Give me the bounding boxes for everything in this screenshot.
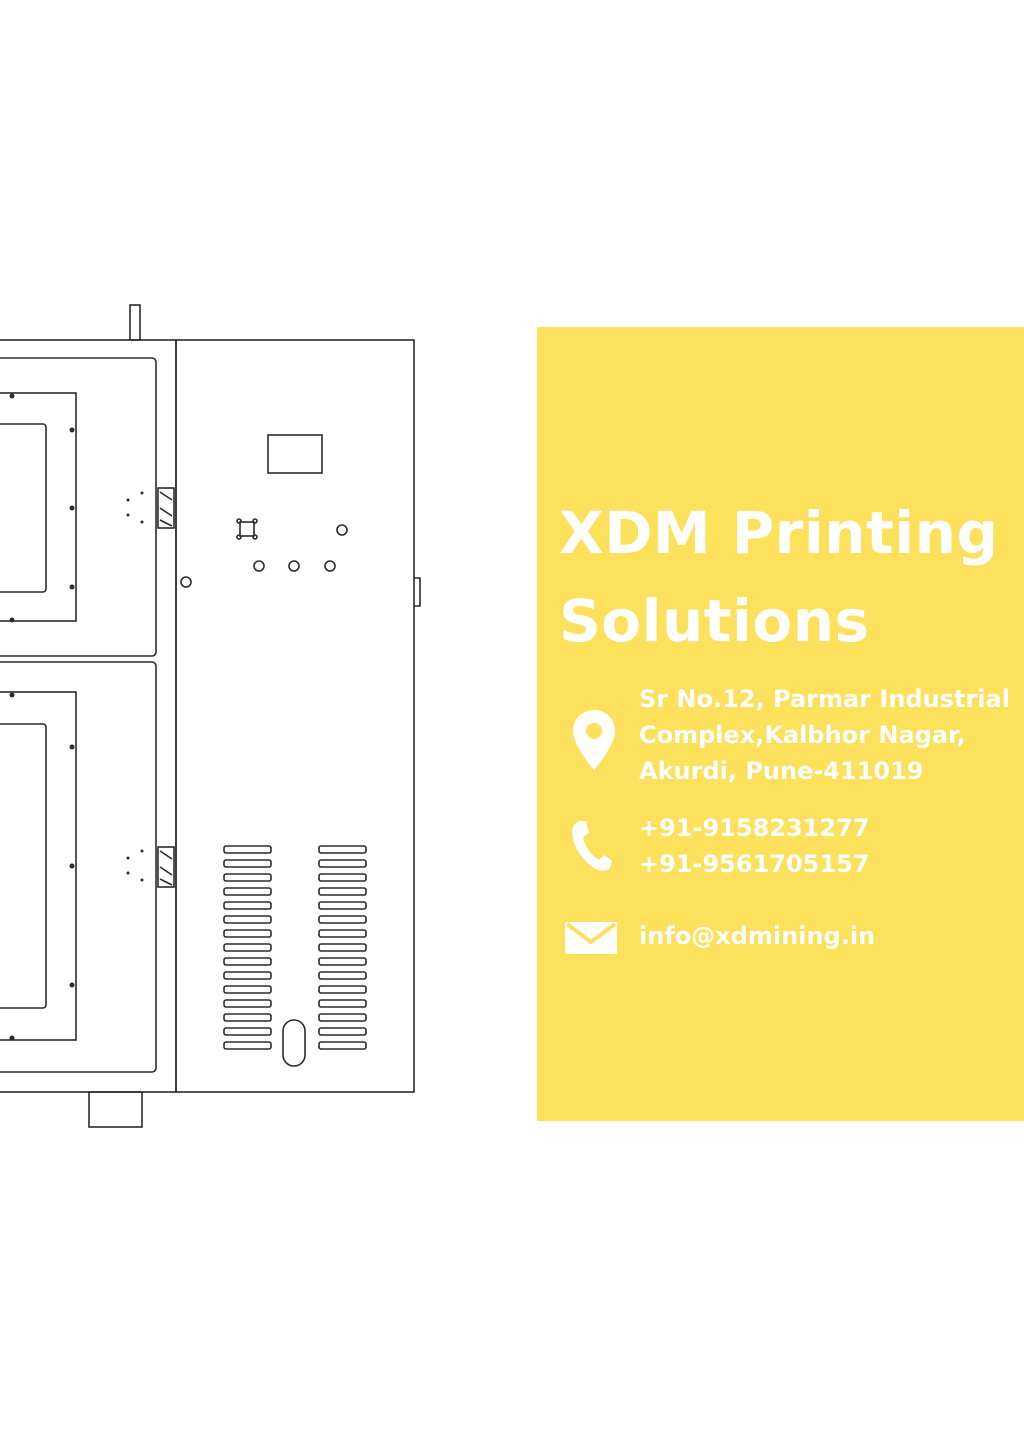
vent-slat [318, 845, 367, 854]
lower-door [0, 661, 157, 1073]
vent-slat [318, 887, 367, 896]
vent-slat [318, 999, 367, 1008]
company-name: XDM Printing Solutions [559, 489, 1019, 665]
email-text[interactable]: info@xdmining.in [639, 922, 876, 950]
vent-slat [318, 943, 367, 952]
vent-slat [223, 887, 272, 896]
company-name-line2: Solutions [559, 587, 870, 655]
vent-slat [318, 971, 367, 980]
upper-window [0, 423, 47, 593]
control-button-1 [253, 560, 265, 572]
vent-slat [318, 929, 367, 938]
left-cabinet [0, 339, 177, 1093]
vent-slat [223, 1027, 272, 1036]
upper-hinge [157, 487, 175, 529]
phone-icon [572, 821, 612, 871]
vent-slat [318, 859, 367, 868]
company-name-line1: XDM Printing [559, 499, 999, 567]
vent-slat [318, 873, 367, 882]
vent-slat [318, 957, 367, 966]
vent-slat [318, 985, 367, 994]
vent-slat [223, 1013, 272, 1022]
vent-grille-right [318, 845, 367, 1050]
vent-grille-left [223, 845, 272, 1050]
control-cabinet [175, 339, 415, 1093]
top-handle [129, 304, 141, 341]
contact-card: XDM Printing Solutions Sr No.12, Parmar … [537, 327, 1024, 1121]
lower-window [0, 723, 47, 1009]
address-line-2: Complex,Kalbhor Nagar, [639, 721, 966, 749]
location-pin-icon [573, 710, 615, 770]
address-line-1: Sr No.12, Parmar Industrial [639, 685, 1010, 713]
envelope-icon [565, 922, 617, 954]
vent-slat [223, 845, 272, 854]
vent-slat [223, 957, 272, 966]
control-display [267, 434, 323, 474]
upper-door [0, 357, 157, 657]
vent-slat [223, 985, 272, 994]
vent-slat [223, 999, 272, 1008]
address-text: Sr No.12, Parmar Industrial Complex,Kalb… [639, 681, 1010, 789]
vent-slat [318, 1013, 367, 1022]
control-button-3 [324, 560, 336, 572]
phone-number-1[interactable]: +91-9158231277 [639, 814, 870, 842]
vent-slat [223, 901, 272, 910]
lower-door-frame [0, 691, 77, 1041]
machine-line-drawing [0, 304, 421, 1128]
vent-slat [223, 859, 272, 868]
vent-slat [223, 971, 272, 980]
lower-hinge [157, 846, 175, 888]
vent-slat [318, 915, 367, 924]
upper-door-frame [0, 392, 77, 622]
bottom-foot [88, 1091, 143, 1128]
indicator-light [336, 524, 348, 536]
vent-handle [282, 1019, 306, 1067]
vent-slat [223, 1041, 272, 1050]
control-button-2 [288, 560, 300, 572]
stop-switch [239, 521, 255, 537]
vent-slat [223, 929, 272, 938]
side-knob [180, 576, 192, 588]
address-line-3: Akurdi, Pune-411019 [639, 757, 924, 785]
vent-slat [318, 1041, 367, 1050]
vent-slat [318, 1027, 367, 1036]
vent-slat [318, 901, 367, 910]
vent-slat [223, 915, 272, 924]
vent-slat [223, 943, 272, 952]
phone-number-2[interactable]: +91-9561705157 [639, 850, 870, 878]
phone-text: +91-9158231277 +91-9561705157 [639, 810, 869, 882]
vent-slat [223, 873, 272, 882]
